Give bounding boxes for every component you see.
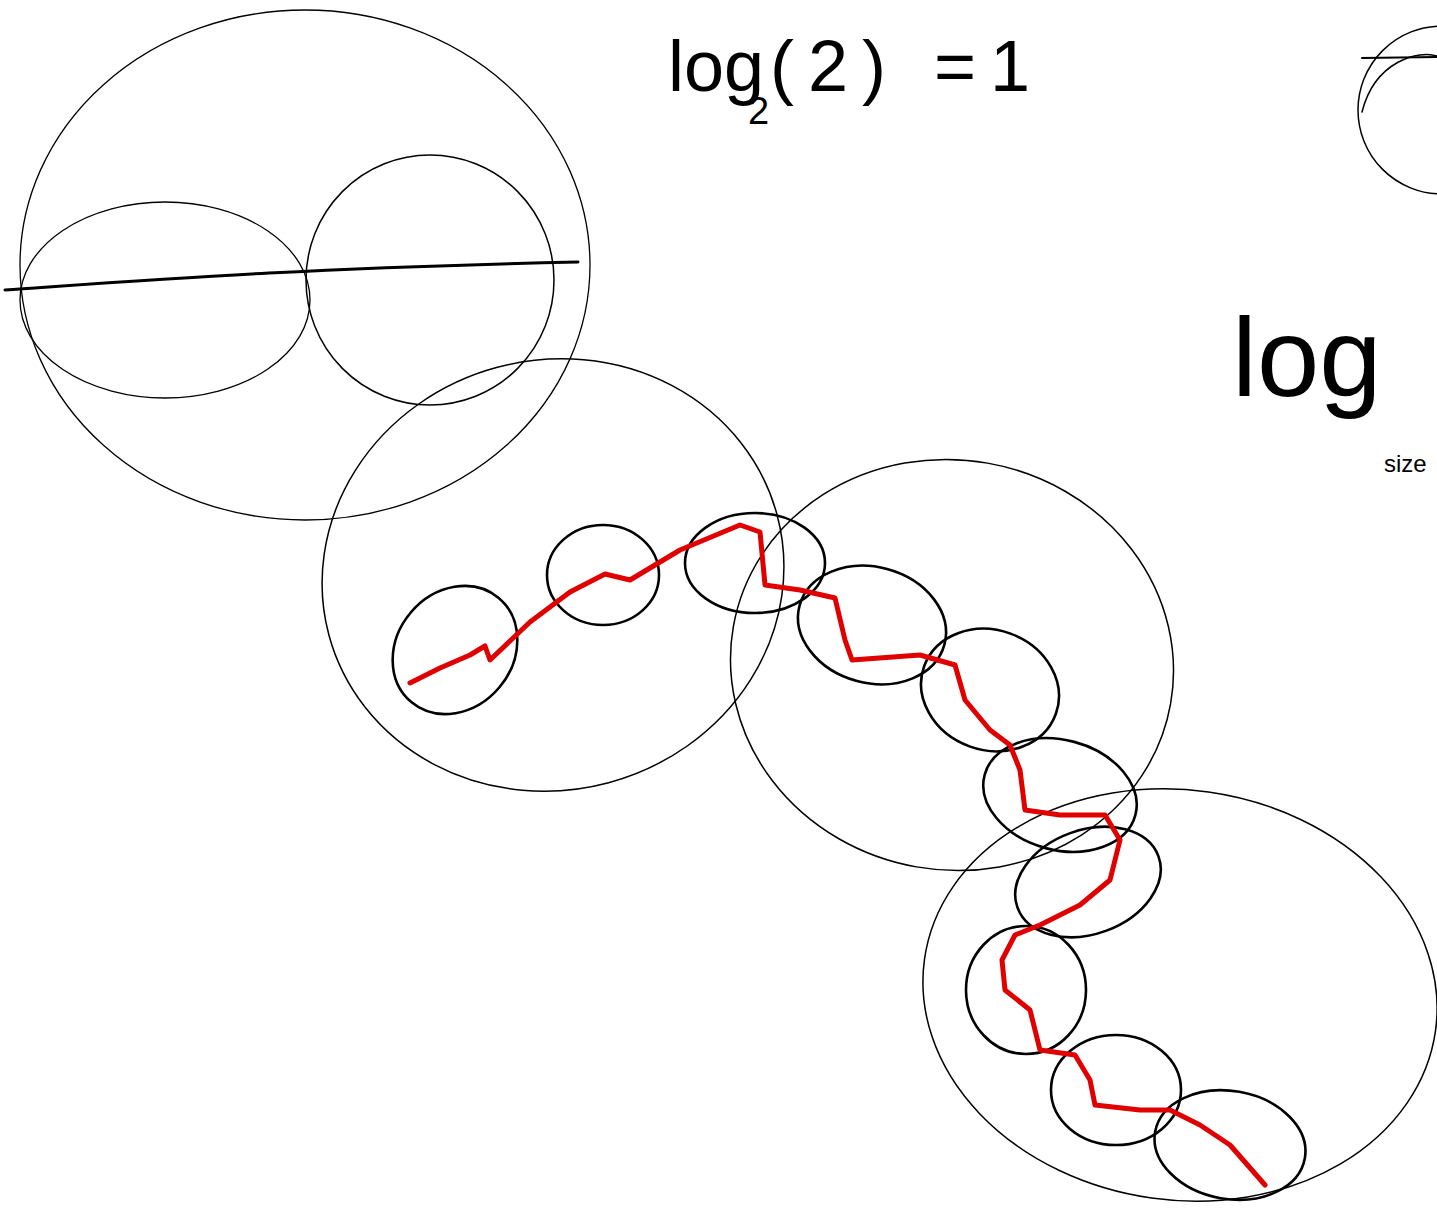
partial-circle [1358,26,1437,194]
math-text: log [1232,302,1381,414]
partial-circle [1362,54,1437,112]
partial-line [1362,57,1437,58]
inner-circle [20,202,310,398]
red-path [410,525,1265,1185]
small-circle [966,926,1086,1054]
inner-circle [306,155,554,405]
split-line [5,262,578,290]
math-text: (2) =1 [770,30,1044,102]
small-circle [1000,807,1177,956]
small-circle [367,561,543,740]
small-circle [904,610,1077,771]
small-circle [785,550,960,701]
small-circle [970,722,1149,869]
large-region [896,756,1437,1208]
large-region [273,307,832,842]
subscript: 2 [748,92,769,130]
small-circle [1051,1035,1181,1145]
subscript: size [1384,452,1427,476]
